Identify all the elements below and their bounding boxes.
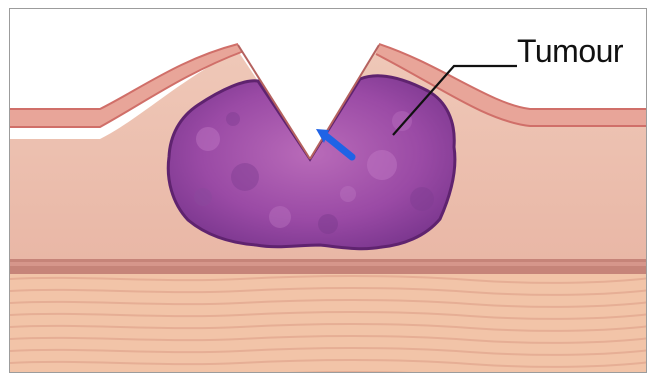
lower-tissue [10,271,646,372]
diagram-frame: Tumour [9,8,647,373]
tumour-label: Tumour [517,31,623,71]
